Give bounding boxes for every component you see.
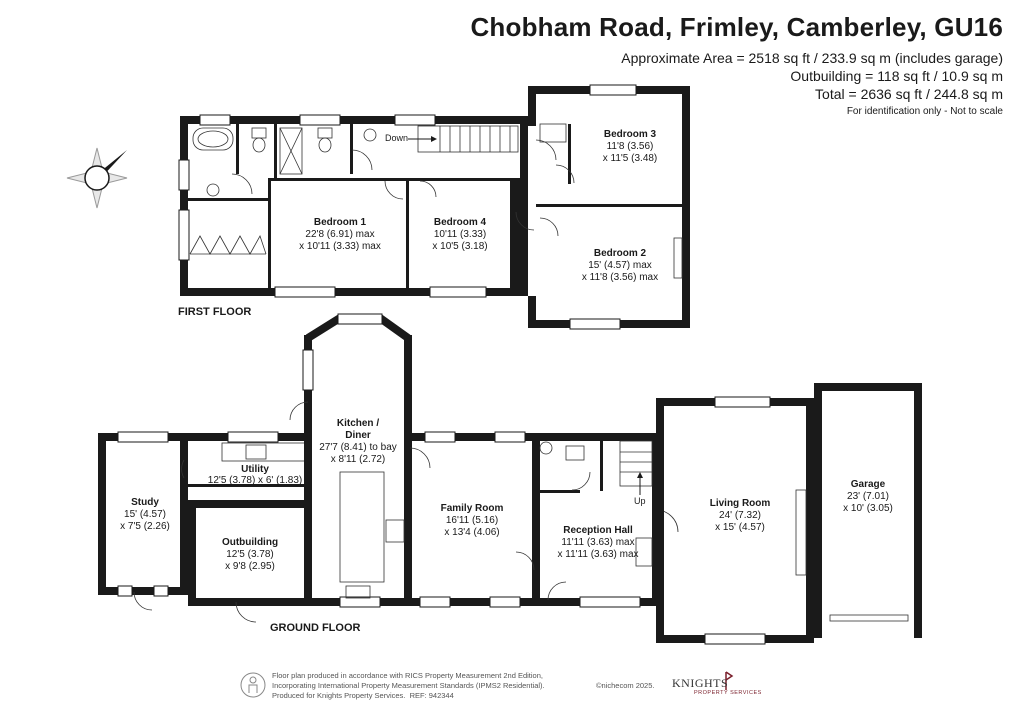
footer-notes: Floor plan produced in accordance with R… (272, 671, 602, 701)
plan-title: Chobham Road, Frimley, Camberley, GU16 (470, 12, 1003, 42)
room-dim-outbuilding: 12'5 (3.78) (226, 549, 274, 560)
room-name-bedroom-1: Bedroom 1 (313, 217, 367, 228)
room-name-garage: Garage (850, 479, 886, 490)
stairs-down-label: Down (385, 133, 409, 143)
room-dim-garage-b: x 10' (3.05) (843, 503, 893, 514)
approx-area: Approximate Area = 2518 sq ft / 233.9 sq… (621, 50, 1003, 66)
room-name-bedroom-2: Bedroom 2 (593, 248, 647, 259)
room-dim-kitchen: 27'7 (8.41) to bay (319, 442, 397, 453)
footer-line-1: Floor plan produced in accordance with R… (272, 671, 543, 680)
footer-copyright: ©nichecom 2025. (596, 681, 655, 690)
disclaimer-note: For identification only - Not to scale (846, 106, 1003, 117)
north-arrow-icon (66, 147, 128, 209)
room-dim-living-room: 24' (7.32) (719, 510, 761, 521)
ground-floor-label: GROUND FLOOR (270, 622, 361, 634)
room-name-living-room: Living Room (709, 498, 771, 509)
knights-logo-sub: PROPERTY SERVICES (694, 690, 762, 696)
room-dim-bedroom-1-b: x 10'11 (3.33) max (299, 241, 381, 252)
room-dim-bedroom-2-b: x 11'8 (3.56) max (581, 272, 659, 283)
ground-floor-plan (98, 313, 922, 645)
footer-line-3: Produced for Knights Property Services. … (272, 691, 602, 701)
room-name-utility: Utility (241, 464, 269, 475)
room-name-kitchen-b: Diner (345, 430, 371, 441)
room-dim-reception-hall: 11'11 (3.63) max (561, 537, 635, 548)
room-dim-bedroom-4: 10'11 (3.33) (433, 229, 487, 240)
room-dim-family-room: 16'11 (5.16) (445, 515, 499, 526)
first-floor-plan (178, 84, 690, 330)
room-dim-bedroom-1: 22'8 (6.91) max (305, 229, 375, 240)
outbuilding-area: Outbuilding = 118 sq ft / 10.9 sq m (790, 68, 1003, 84)
room-dim-family-room-b: x 13'4 (4.06) (444, 527, 500, 538)
room-dim-study-b: x 7'5 (2.26) (120, 521, 170, 532)
room-dim-outbuilding-b: x 9'8 (2.95) (225, 561, 275, 572)
first-floor-stairs (408, 125, 519, 153)
room-name-family-room: Family Room (440, 503, 504, 514)
room-dim-reception-hall-b: x 11'11 (3.63) max (557, 549, 639, 560)
rics-logo-icon (240, 672, 266, 698)
knights-logo-mark-icon (725, 671, 734, 690)
room-dim-living-room-b: x 15' (4.57) (715, 522, 765, 533)
room-dim-bedroom-3-b: x 11'5 (3.48) (602, 153, 658, 164)
room-name-kitchen: Kitchen / (336, 418, 380, 429)
room-dim-bedroom-3: 11'8 (3.56) (606, 141, 654, 152)
room-name-bedroom-3: Bedroom 3 (603, 129, 657, 140)
room-dim-bedroom-4-b: x 10'5 (3.18) (432, 241, 488, 252)
room-name-bedroom-4: Bedroom 4 (433, 217, 487, 228)
footer-line-2: Incorporating International Property Mea… (272, 681, 545, 690)
room-name-study: Study (131, 497, 159, 508)
room-name-reception-hall: Reception Hall (563, 525, 633, 536)
total-area: Total = 2636 sq ft / 244.8 sq m (815, 86, 1003, 102)
room-dim-bedroom-2: 15' (4.57) max (588, 260, 652, 271)
room-name-outbuilding: Outbuilding (221, 537, 279, 548)
first-floor-label: FIRST FLOOR (178, 306, 252, 318)
footer-line-3-text: Produced for Knights Property Services. (272, 691, 406, 700)
room-dim-utility: 12'5 (3.78) x 6' (1.83) (207, 475, 303, 486)
stairs-up-label: Up (634, 496, 646, 506)
footer-ref: REF: 942344 (409, 691, 454, 700)
room-dim-study: 15' (4.57) (124, 509, 166, 520)
room-dim-garage: 23' (7.01) (847, 491, 889, 502)
knights-logo: KNIGHTS PROPERTY SERVICES (672, 670, 772, 700)
room-dim-kitchen-b: x 8'11 (2.72) (330, 454, 386, 465)
knights-logo-text: KNIGHTS (672, 676, 729, 690)
